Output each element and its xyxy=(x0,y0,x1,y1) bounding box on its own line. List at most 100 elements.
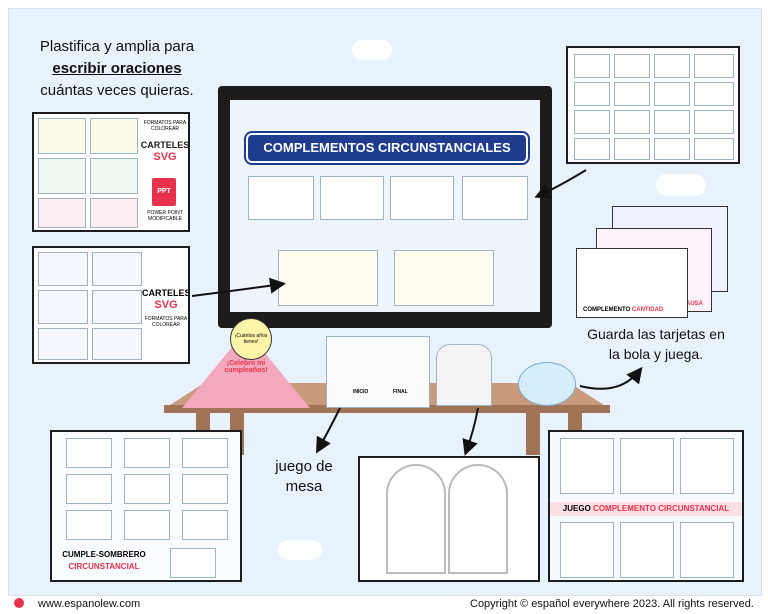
game-sheet xyxy=(680,438,734,494)
age-bubble: ¡Cuántos años tienes! xyxy=(230,318,272,360)
stacked-card-front: COMPLEMENTO CANTIDAD xyxy=(576,248,688,318)
carteles-svg-card: CARTELES SVG FORMATOS PARA COLOREAR xyxy=(32,246,190,364)
task-card xyxy=(614,82,650,106)
hat-sheet xyxy=(66,438,112,468)
board-title: COMPLEMENTOS CIRCUNSTANCIALES xyxy=(246,133,528,163)
board-card xyxy=(462,176,528,220)
poster-thumbnail xyxy=(38,328,88,360)
bubble-text: ¡Cuántos años tienes! xyxy=(234,333,268,345)
formats-note: FORMATOS PARA COLOREAR xyxy=(144,316,188,328)
arrow-to-game xyxy=(316,407,341,454)
board-game: INICIO FINAL xyxy=(326,336,430,408)
ball-instruction-line-1: Guarda las tarjetas en xyxy=(587,326,725,342)
board-game-caption-1: juego de xyxy=(275,458,333,475)
hat-sample xyxy=(170,548,216,578)
stand-game xyxy=(436,344,492,406)
ppt-badge: PPT xyxy=(157,188,171,195)
cantidad-word: CANTIDAD xyxy=(631,307,664,313)
table-edge xyxy=(164,405,610,413)
task-card xyxy=(654,82,690,106)
task-card xyxy=(654,54,690,78)
game-sheet xyxy=(620,522,674,578)
cumple-sombrero-card: CUMPLE-SOMBRERO CIRCUNSTANCIAL xyxy=(50,430,242,582)
celebrate-banner: ¡Celebro mi cumpleaños! xyxy=(224,360,268,374)
poster-thumbnail xyxy=(90,118,138,154)
board-game-end: FINAL xyxy=(393,389,408,395)
complemento-label: COMPLEMENTO CANTIDAD xyxy=(583,307,663,313)
game-sheet xyxy=(560,438,614,494)
task-card xyxy=(574,54,610,78)
task-card xyxy=(694,54,734,78)
poster-thumbnail xyxy=(38,198,86,228)
poster-thumbnail xyxy=(90,198,138,228)
site-logo-icon xyxy=(14,598,24,608)
task-cards-sheet xyxy=(566,46,740,164)
task-card xyxy=(574,82,610,106)
board-game-sheet xyxy=(358,456,540,582)
hat-sheet xyxy=(182,510,228,540)
causa-label: CAUSA xyxy=(681,301,703,307)
poster-thumbnail xyxy=(38,118,86,154)
cumple-title: CUMPLE-SOMBRERO xyxy=(62,550,146,559)
task-card xyxy=(694,82,734,106)
game-sheet xyxy=(680,522,734,578)
task-card xyxy=(654,138,690,160)
arch-left xyxy=(386,464,446,574)
board-card xyxy=(390,176,454,220)
board-card xyxy=(248,176,314,220)
board-game-start: INICIO xyxy=(353,389,369,395)
svg-title: SVG xyxy=(153,151,177,163)
complemento-circunstancial-words: COMPLEMENTO CIRCUNSTANCIAL xyxy=(593,504,730,513)
task-card xyxy=(614,110,650,134)
poster-thumbnail xyxy=(38,158,86,194)
arrow-to-ball xyxy=(579,366,643,390)
juego-banner: JUEGO COMPLEMENTO CIRCUNSTANCIAL xyxy=(550,502,742,516)
arrow-to-sheet xyxy=(462,407,479,456)
hat-sheet xyxy=(124,510,170,540)
poster-thumbnail xyxy=(38,290,88,324)
arch-right xyxy=(448,464,508,574)
footer-website: www.espanolew.com xyxy=(38,598,141,610)
header-line-2: escribir oraciones xyxy=(52,60,182,77)
game-sheet xyxy=(560,522,614,578)
juego-complemento-card: JUEGO COMPLEMENTO CIRCUNSTANCIAL xyxy=(548,430,744,582)
circunstancial-title: CIRCUNSTANCIAL xyxy=(68,562,140,571)
task-card xyxy=(654,110,690,134)
carteles-title: CARTELES xyxy=(142,288,190,298)
task-card xyxy=(694,110,734,134)
arrow-from-task-cards xyxy=(534,169,587,199)
header-line-1: Plastifica y amplia para xyxy=(39,38,195,55)
cloud-decoration xyxy=(352,40,392,60)
footer-copyright: Copyright © español everywhere 2023. All… xyxy=(470,598,754,610)
carteles-ppt-card: FORMATOS PARA COLOREAR CARTELES SVG PPT … xyxy=(32,112,190,232)
hat-sheet xyxy=(124,474,170,504)
task-card xyxy=(574,110,610,134)
arrow-to-board-card xyxy=(191,277,286,297)
juego-word: JUEGO xyxy=(562,504,591,513)
ppt-file-icon: PPT xyxy=(152,178,176,206)
svg-title: SVG xyxy=(154,299,178,311)
poster-thumbnail xyxy=(92,290,142,324)
poster-thumbnail xyxy=(92,252,142,286)
task-card xyxy=(694,138,734,160)
formats-note: FORMATOS PARA COLOREAR xyxy=(143,120,187,132)
hat-sheet xyxy=(66,510,112,540)
powerpoint-note: POWER POINT MODIFICABLE xyxy=(147,210,183,222)
board-table-sheet xyxy=(394,250,494,306)
ball-instruction-line-2: la bola y juega. xyxy=(608,346,704,362)
game-sheet xyxy=(620,438,674,494)
poster-thumbnail xyxy=(92,328,142,360)
board-card xyxy=(320,176,384,220)
header-line-3: cuántas veces quieras. xyxy=(40,82,194,99)
board-game-caption-2: mesa xyxy=(285,478,323,495)
card-ball xyxy=(518,362,576,406)
hat-sheet xyxy=(182,474,228,504)
task-card xyxy=(614,138,650,160)
board-table-sheet xyxy=(278,250,378,306)
task-card xyxy=(574,138,610,160)
task-card xyxy=(614,54,650,78)
carteles-title: CARTELES xyxy=(140,140,190,150)
table-leg xyxy=(526,413,540,455)
hat-sheet xyxy=(124,438,170,468)
